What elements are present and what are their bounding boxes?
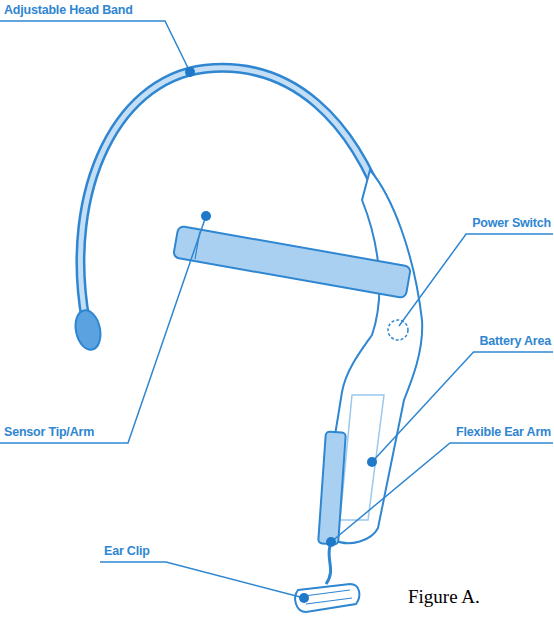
leader-line bbox=[0, 216, 206, 443]
leader-dots bbox=[185, 67, 377, 603]
figure-caption: Figure A. bbox=[408, 586, 480, 608]
leader-line bbox=[100, 562, 304, 598]
sensor-arm bbox=[173, 226, 411, 298]
power-switch bbox=[388, 320, 408, 340]
leader-line bbox=[331, 443, 553, 542]
part-label: Adjustable Head Band bbox=[4, 3, 133, 18]
leader-dot bbox=[201, 211, 211, 221]
leader-dot bbox=[367, 457, 377, 467]
clip-cord bbox=[326, 546, 331, 584]
part-label: Sensor Tip/Arm bbox=[4, 425, 94, 440]
leader-lines bbox=[0, 21, 553, 598]
ear-clip bbox=[295, 584, 359, 612]
part-label: Ear Clip bbox=[104, 544, 150, 559]
leader-dot bbox=[185, 67, 195, 77]
leader-line bbox=[0, 21, 190, 72]
head-pad bbox=[72, 308, 104, 352]
leader-line bbox=[372, 352, 553, 462]
part-label: Battery Area bbox=[480, 334, 551, 349]
leader-dot bbox=[299, 593, 309, 603]
battery-area-outline bbox=[340, 395, 384, 520]
part-label: Flexible Ear Arm bbox=[456, 425, 551, 440]
leader-line bbox=[399, 234, 553, 326]
leader-dot bbox=[326, 537, 336, 547]
ear-arm bbox=[318, 431, 346, 544]
part-label: Power Switch bbox=[472, 216, 551, 231]
